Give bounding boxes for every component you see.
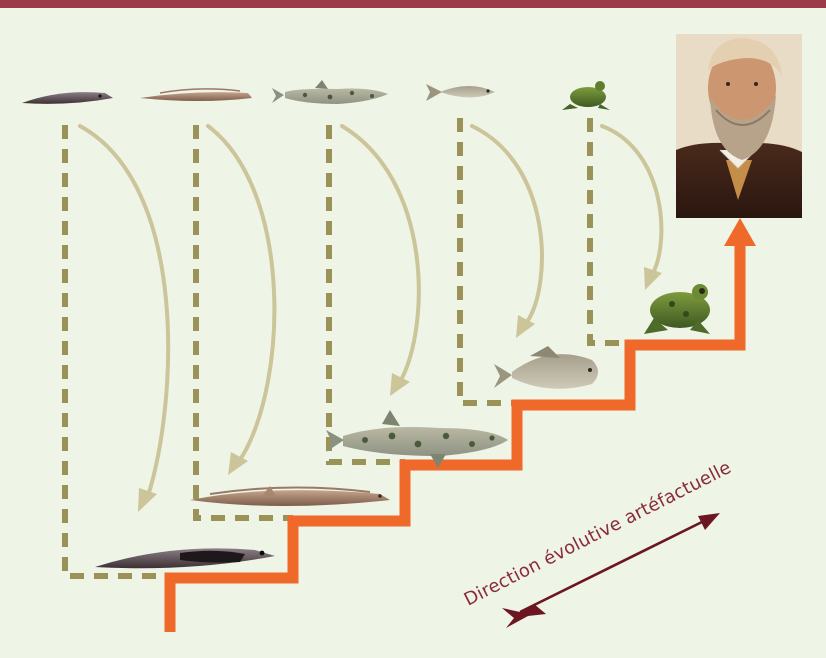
dashed-connector-1 [65, 125, 170, 576]
staircase-arrowhead [724, 218, 756, 246]
direction-arrow-fletching [502, 604, 546, 628]
portrait-bearded-man [676, 34, 802, 218]
direction-label: Direction évolutive artéfactuelle [461, 457, 735, 610]
step-eel [190, 486, 390, 506]
top-eel [140, 89, 252, 101]
top-shark [272, 80, 388, 104]
curved-arrow-1 [80, 126, 168, 496]
step-lamprey [95, 548, 275, 568]
curved-arrow-5 [602, 126, 661, 273]
dashed-connector-4 [460, 118, 516, 403]
dashed-connector-5 [590, 118, 630, 343]
top-lamprey [22, 92, 113, 104]
top-carp [426, 84, 495, 101]
dashed-connector-2 [196, 125, 293, 518]
direction-arrow: Direction évolutive artéfactuelle [461, 457, 735, 628]
curved-arrow-2 [208, 126, 274, 460]
curved-arrow-4-head [516, 315, 535, 338]
curved-arrow-4 [472, 126, 542, 322]
curved-arrow-3-head [390, 373, 410, 396]
dashed-connector-3 [329, 125, 405, 462]
top-frog [562, 81, 610, 110]
dashed-connectors [65, 118, 630, 576]
curved-arrow-3 [342, 126, 419, 380]
curved-arrow-1-head [138, 488, 157, 512]
curved-arrow-5-head [644, 267, 662, 290]
step-carp [494, 346, 598, 389]
direction-arrow-head [698, 513, 720, 530]
step-frog [644, 284, 710, 334]
curved-arrows [80, 126, 662, 512]
